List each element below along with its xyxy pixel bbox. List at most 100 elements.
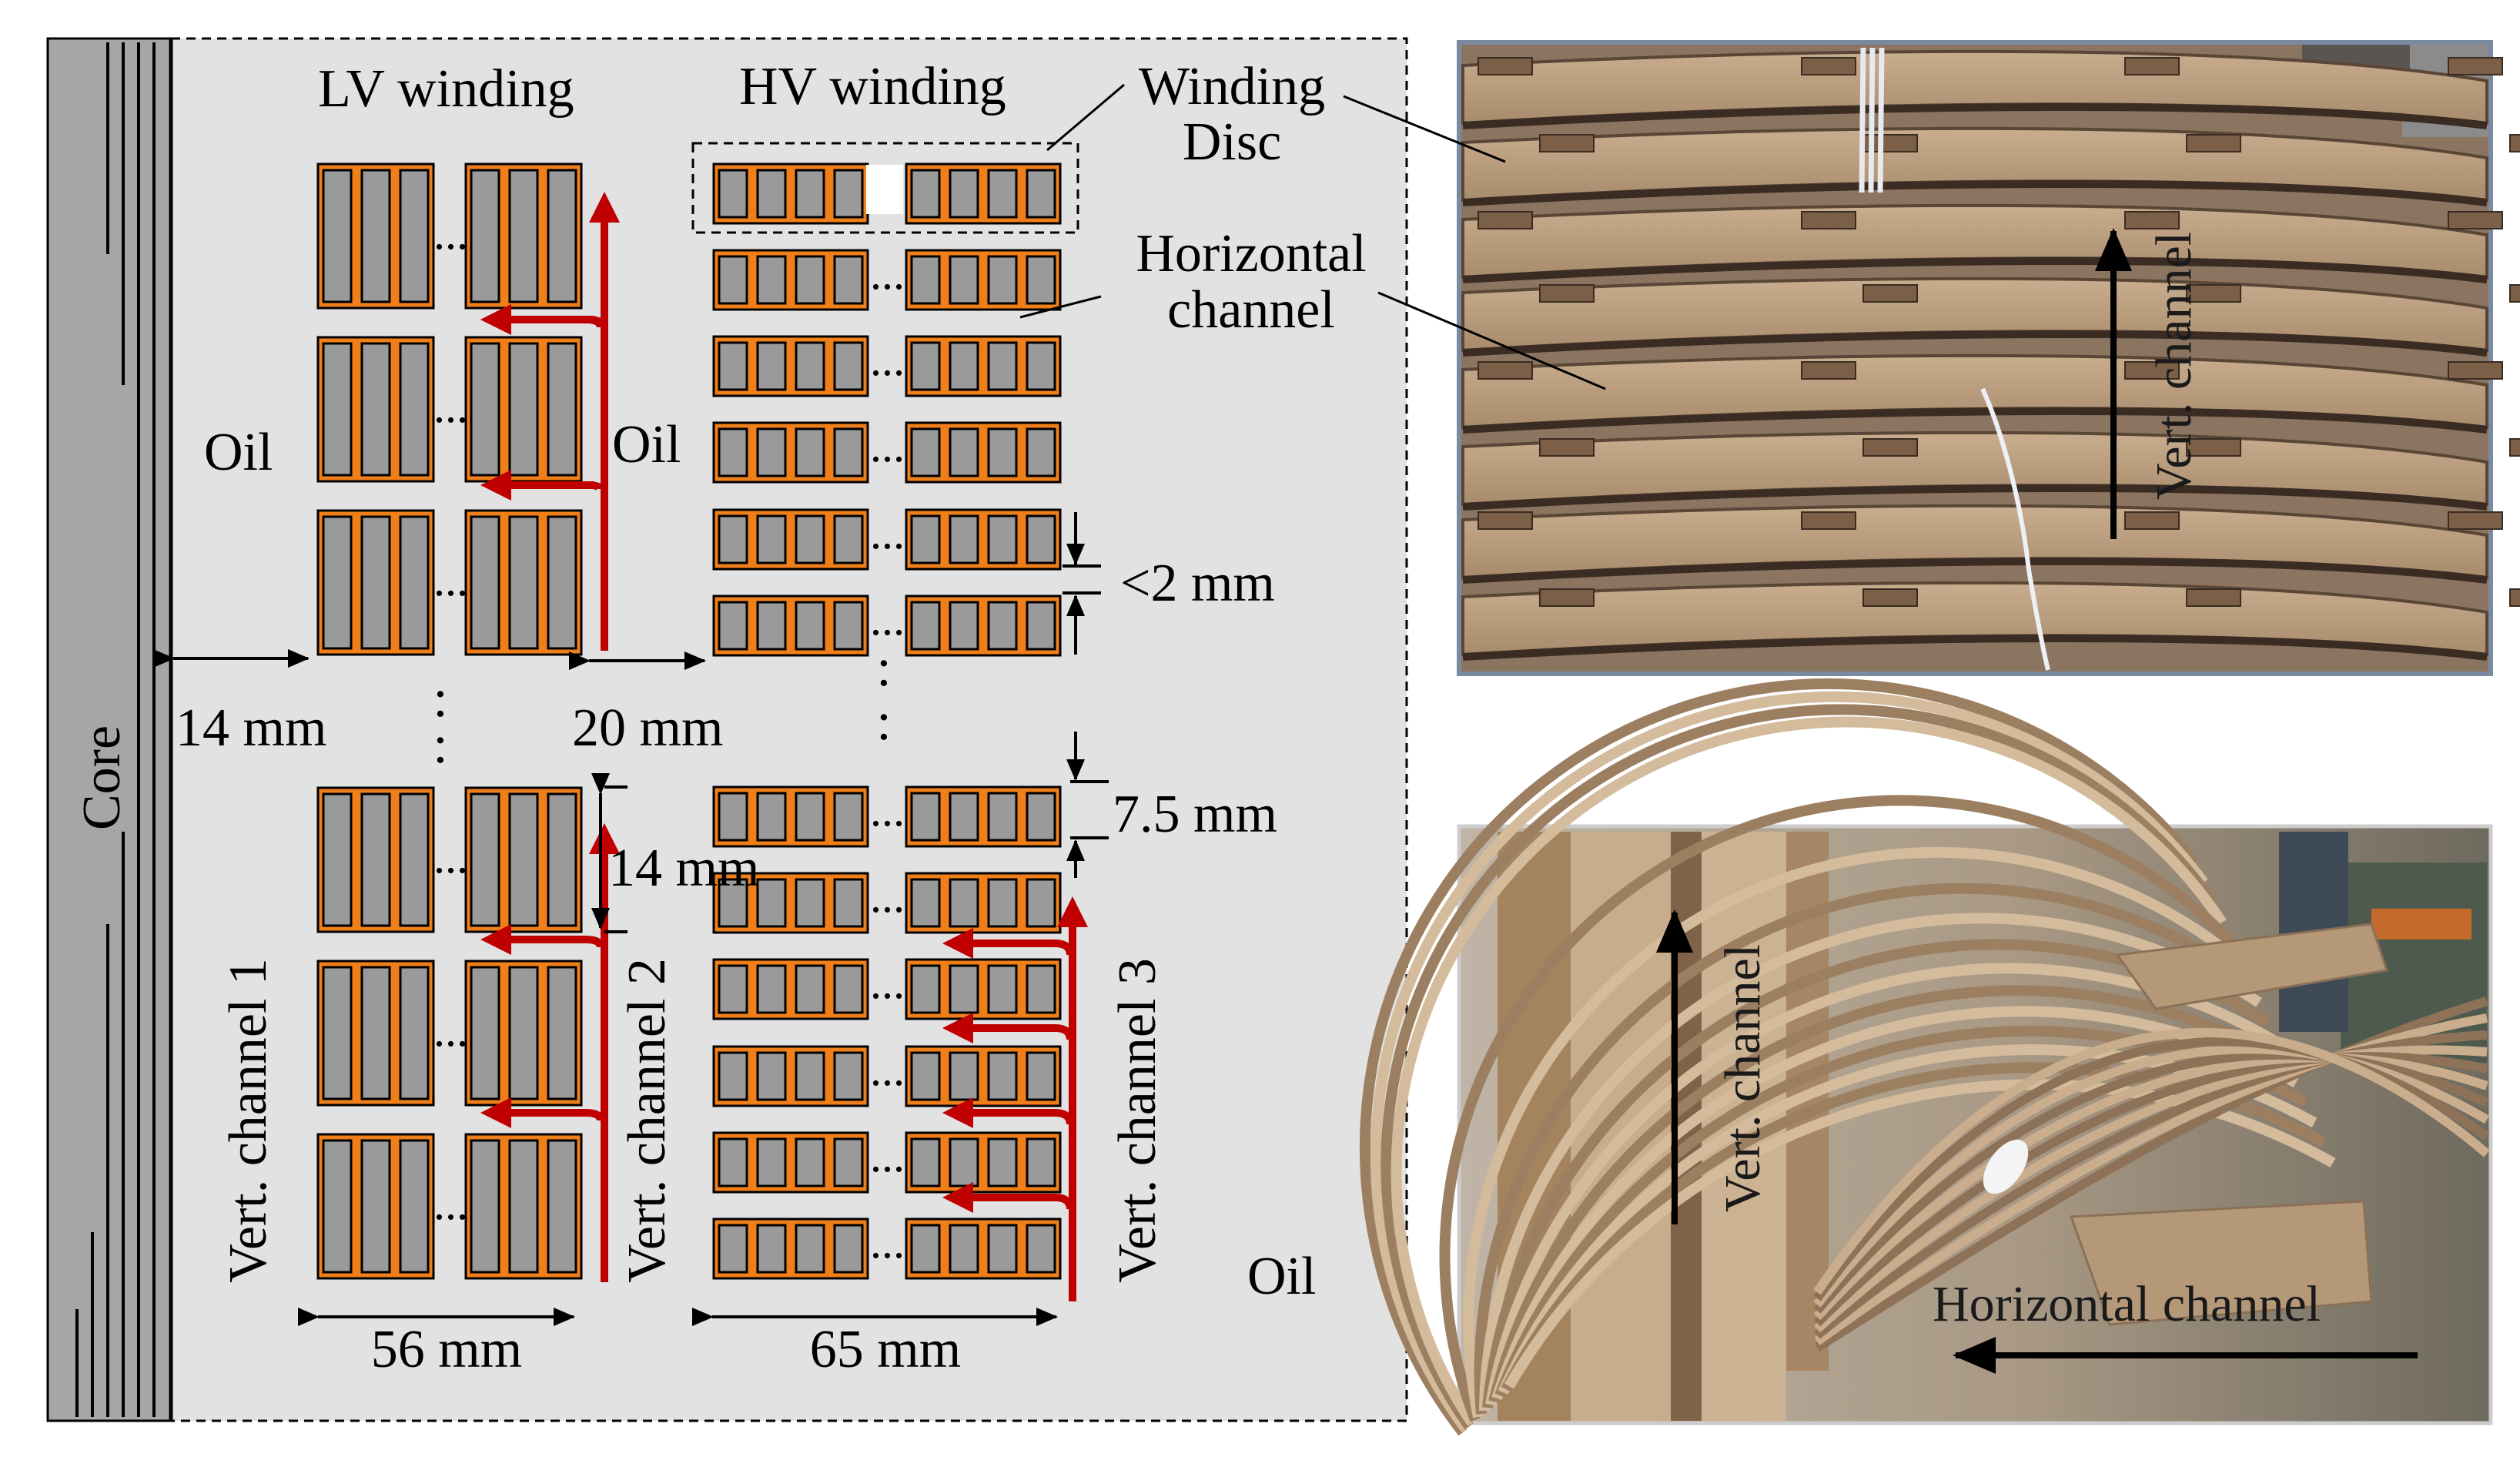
dim-65mm-label: 65 mm	[810, 1320, 961, 1379]
winding-disc-gap-cover	[866, 165, 903, 214]
horizontal-flow-arrow	[942, 1182, 1074, 1213]
core-label: Core	[72, 725, 132, 830]
photo-top-vert-channel-label: Vert. channel	[2146, 232, 2202, 500]
hv-disc-right	[905, 595, 1062, 657]
lv-disc-left	[316, 336, 435, 483]
lv-disc-right	[464, 336, 583, 483]
hv-disc-right	[905, 249, 1062, 311]
core: Core	[46, 37, 173, 1422]
ellipsis: ...	[870, 871, 905, 922]
ellipsis: ...	[433, 208, 468, 259]
vert-channel-2-label: Vert. channel 2	[617, 958, 677, 1283]
oil-left-label: Oil	[204, 423, 273, 482]
hv-disc-left	[712, 508, 869, 571]
hv-disc-right	[905, 508, 1062, 571]
lv-disc-right	[464, 509, 583, 656]
ellipsis: ...	[870, 594, 905, 645]
ellipsis: ...	[870, 1130, 905, 1181]
horizontal-flow-arrow	[480, 924, 604, 955]
horizontal-channel-label: Horizontal	[1136, 224, 1366, 283]
photo-bottom-horizontal-channel-label: Horizontal channel	[1933, 1276, 2321, 1332]
lv-disc-right	[464, 162, 583, 310]
lv-disc-left	[316, 162, 435, 310]
oil-bottom-label: Oil	[1247, 1247, 1316, 1306]
hv-disc-right	[905, 1131, 1062, 1194]
lv-disc-left	[316, 509, 435, 656]
hv-disc-left	[712, 958, 869, 1020]
ellipsis: ...	[870, 248, 905, 299]
ellipsis: ...	[433, 832, 468, 883]
horizontal-flow-arrow	[480, 304, 604, 335]
horizontal-flow-arrow	[480, 470, 604, 501]
winding-disc-highlight	[691, 142, 1079, 234]
dim-2mm-label: <2 mm	[1120, 554, 1275, 613]
ellipsis: ...	[870, 334, 905, 385]
hv-disc-right	[905, 958, 1062, 1020]
photo-bottom: Vert. channel Horizontal channel	[1359, 678, 2493, 1436]
dim-7-5mm-label: 7.5 mm	[1113, 785, 1277, 844]
photo-top: Vert. channel	[1343, 40, 2520, 676]
hv-disc-left	[712, 335, 869, 397]
vert-channel-3-label: Vert. channel 3	[1108, 958, 1167, 1283]
ellipsis: ...	[870, 507, 905, 558]
svg-text::: :	[433, 715, 447, 775]
horizontal-channel-label-2: channel	[1167, 280, 1335, 340]
ellipsis: ...	[870, 1217, 905, 1268]
pressboard-plates	[1461, 49, 2520, 661]
hv-disc-right	[905, 162, 1062, 225]
hv-disc-left	[712, 785, 869, 848]
ellipsis: ...	[433, 1178, 468, 1229]
lv-disc-left	[316, 1133, 435, 1280]
dim-14mm-core-label: 14 mm	[176, 698, 326, 758]
horizontal-flow-arrow	[942, 928, 1074, 959]
horizontal-flow-arrow	[480, 1097, 604, 1128]
hv-disc-left	[712, 421, 869, 484]
svg-text::: :	[876, 638, 891, 698]
photo-bottom-vert-channel-label: Vert. channel	[1715, 944, 1771, 1212]
dim-14mm-disc-label: 14 mm	[608, 839, 759, 898]
svg-text::: :	[433, 669, 447, 728]
hv-disc-right	[905, 335, 1062, 397]
hv-disc-right	[905, 785, 1062, 848]
horizontal-flow-arrow	[942, 1097, 1074, 1128]
hv-disc-left	[712, 249, 869, 311]
oil-middle-label: Oil	[612, 415, 681, 474]
vertical-ellipsis: : : : :	[433, 638, 891, 775]
hv-winding-label: HV winding	[739, 57, 1006, 116]
winding-disc-label-2: Disc	[1183, 112, 1281, 172]
hv-disc-left	[712, 162, 869, 225]
hv-disc-right	[905, 872, 1062, 934]
hv-disc-right	[905, 1218, 1062, 1280]
hv-disc-right	[905, 1045, 1062, 1107]
hv-disc-left	[712, 595, 869, 657]
lv-disc-left	[316, 786, 435, 933]
winding-discs: ........................................…	[316, 162, 1062, 1280]
hv-disc-left	[712, 1218, 869, 1280]
hv-disc-right	[905, 421, 1062, 484]
dim-56mm-label: 56 mm	[371, 1320, 522, 1379]
ellipsis: ...	[870, 1044, 905, 1095]
lv-disc-right	[464, 960, 583, 1107]
lv-disc-right	[464, 786, 583, 933]
winding-disc-label: Winding	[1139, 57, 1325, 116]
lv-winding-label: LV winding	[318, 59, 574, 119]
ellipsis: ...	[870, 957, 905, 1008]
ellipsis: ...	[433, 554, 468, 605]
lv-disc-left	[316, 960, 435, 1107]
ellipsis: ...	[870, 420, 905, 471]
leader-lines	[1019, 83, 1125, 319]
ellipsis: ...	[433, 1005, 468, 1056]
dimension-lines	[153, 512, 1109, 1326]
hv-disc-left	[712, 1131, 869, 1194]
schematic-panel: Core ...................................…	[46, 37, 1408, 1422]
vert-channel-1-label: Vert. channel 1	[219, 958, 278, 1283]
hv-disc-left	[712, 872, 869, 934]
svg-text::: :	[876, 692, 891, 752]
curved-disc-stack	[1359, 678, 2490, 1436]
horizontal-flow-arrow	[942, 1013, 1074, 1043]
dim-20mm-label: 20 mm	[572, 698, 723, 758]
ellipsis: ...	[433, 381, 468, 432]
lv-disc-right	[464, 1133, 583, 1280]
